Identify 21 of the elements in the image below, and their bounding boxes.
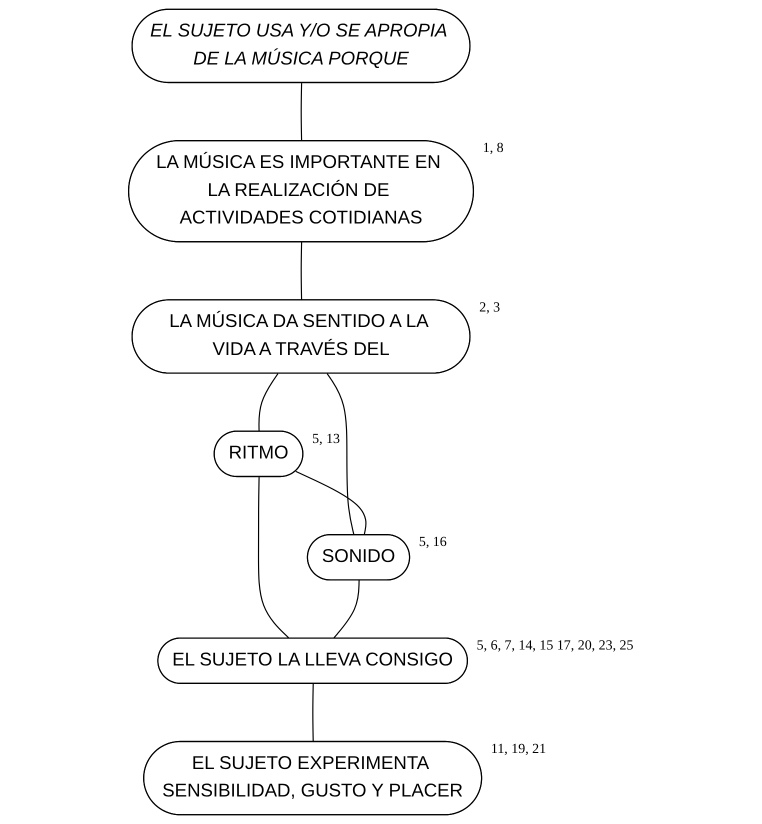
ellipse-node: EL SUJETO EXPERIMENTA SENSIBILIDAD, GUSTO Y PLACER [143, 740, 482, 816]
connector-line [326, 373, 355, 536]
ellipse-node: EL SUJETO USA Y/O SE APROPIA DE LA MÚSICA PORQUE [132, 8, 471, 84]
connector-line [312, 684, 314, 742]
connector-line [332, 580, 360, 639]
reference-numbers: 5, 6, 7, 14, 15 17, 20, 23, 25 [476, 638, 634, 654]
reference-numbers: 11, 19, 21 [490, 742, 546, 758]
ellipse-node: LA MÚSICA ES IMPORTANTE EN LA REALIZACIÓN DE ACTIVIDADES COTIDIANAS [128, 140, 474, 242]
reference-numbers: 2, 3 [479, 300, 500, 316]
reference-numbers: 5, 16 [418, 535, 447, 550]
ellipse-node: LA MÚSICA DA SENTIDO A LA VIDA A TRAVÉS DEL [132, 299, 471, 374]
connector-line [258, 477, 290, 640]
ellipse-node: EL SUJETO LA LLEVA CONSIGO [157, 637, 468, 684]
connector-line [258, 373, 278, 432]
reference-numbers: 5, 13 [312, 432, 340, 447]
ellipse-node: SONIDO [306, 534, 410, 581]
connector-line [296, 470, 367, 536]
ellipse-node: RITMO [214, 430, 304, 478]
connector-line [300, 83, 302, 142]
reference-numbers: 1, 8 [482, 141, 504, 156]
connector-line [300, 242, 302, 300]
